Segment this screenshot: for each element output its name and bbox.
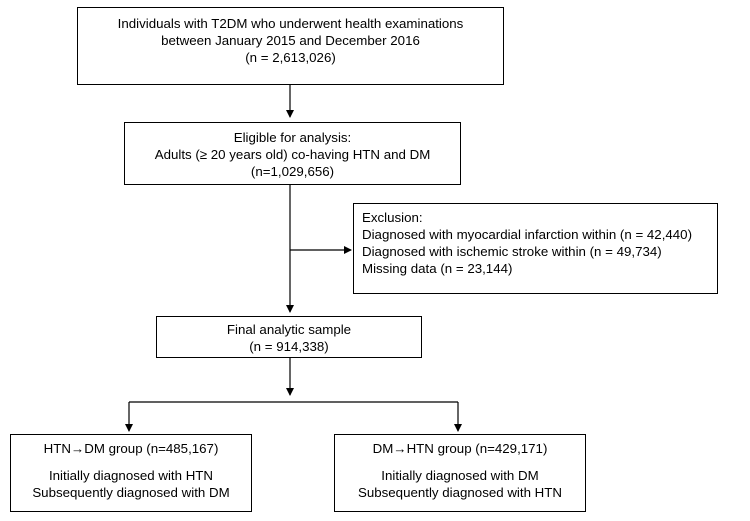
population-line-3: (n = 2,613,026) (245, 50, 336, 65)
htn-dm-title: HTN→DM group (n=485,167) (43, 441, 219, 456)
population-line-1: Individuals with T2DM who underwent heal… (117, 16, 464, 31)
eligible-line-2: Adults (≥ 20 years old) co-having HTN an… (154, 147, 431, 162)
final-line-2: (n = 914,338) (249, 339, 329, 354)
dm-htn-box: DM→HTN group (n=429,171) Initially diagn… (334, 434, 586, 512)
eligible-line-1: Eligible for analysis: (233, 130, 352, 145)
eligible-line-3: (n=1,029,656) (250, 164, 335, 179)
dm-htn-line-1: Initially diagnosed with DM (381, 468, 539, 483)
exclusion-line-4: Missing data (n = 23,144) (362, 261, 513, 276)
eligible-box: Eligible for analysis: Adults (≥ 20 year… (124, 122, 461, 185)
dm-htn-line-2: Subsequently diagnosed with HTN (357, 485, 562, 500)
htn-dm-line-2: Subsequently diagnosed with DM (32, 485, 230, 500)
exclusion-box: Exclusion: Diagnosed with myocardial inf… (353, 203, 718, 294)
final-box: Final analytic sample (n = 914,338) (156, 316, 422, 358)
population-line-2: between January 2015 and December 2016 (161, 33, 420, 48)
htn-dm-line-1: Initially diagnosed with HTN (48, 468, 214, 483)
dm-htn-title: DM→HTN group (n=429,171) (372, 441, 548, 456)
population-box: Individuals with T2DM who underwent heal… (77, 7, 504, 85)
exclusion-line-3: Diagnosed with ischemic stroke within (n… (362, 244, 662, 259)
htn-dm-box: HTN→DM group (n=485,167) Initially diagn… (10, 434, 252, 512)
exclusion-line-2: Diagnosed with myocardial infarction wit… (362, 227, 693, 242)
final-line-1: Final analytic sample (226, 322, 352, 337)
exclusion-line-1: Exclusion: (362, 210, 423, 225)
